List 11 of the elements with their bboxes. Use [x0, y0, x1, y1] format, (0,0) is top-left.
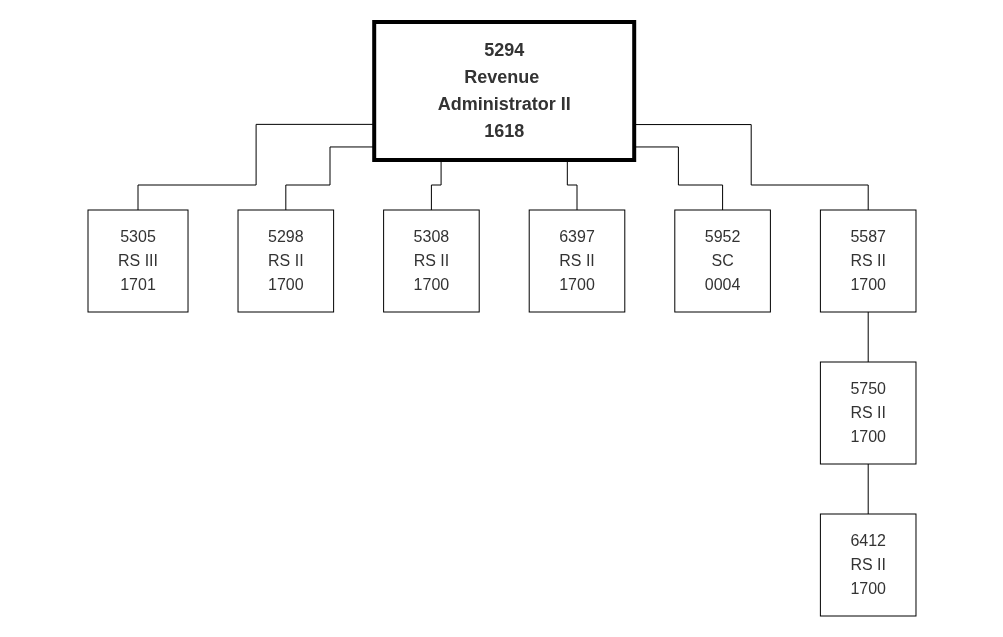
node-box: 6397 RS II 1700	[528, 209, 625, 312]
node-box: 5294 Revenue Administrator II 1618	[371, 19, 636, 162]
node-box: 6412 RS II 1700	[819, 513, 916, 616]
connector	[867, 311, 869, 362]
node-box: 5952 SC 0004	[673, 209, 771, 312]
node-box: 5305 RS III 1701	[87, 209, 188, 312]
node-box: 5587 RS II 1700	[819, 209, 916, 312]
connector	[867, 463, 869, 514]
node-box: 5308 RS II 1700	[382, 209, 480, 312]
node-box: 5750 RS II 1700	[819, 361, 916, 464]
node-box: 5298 RS II 1700	[237, 209, 334, 312]
